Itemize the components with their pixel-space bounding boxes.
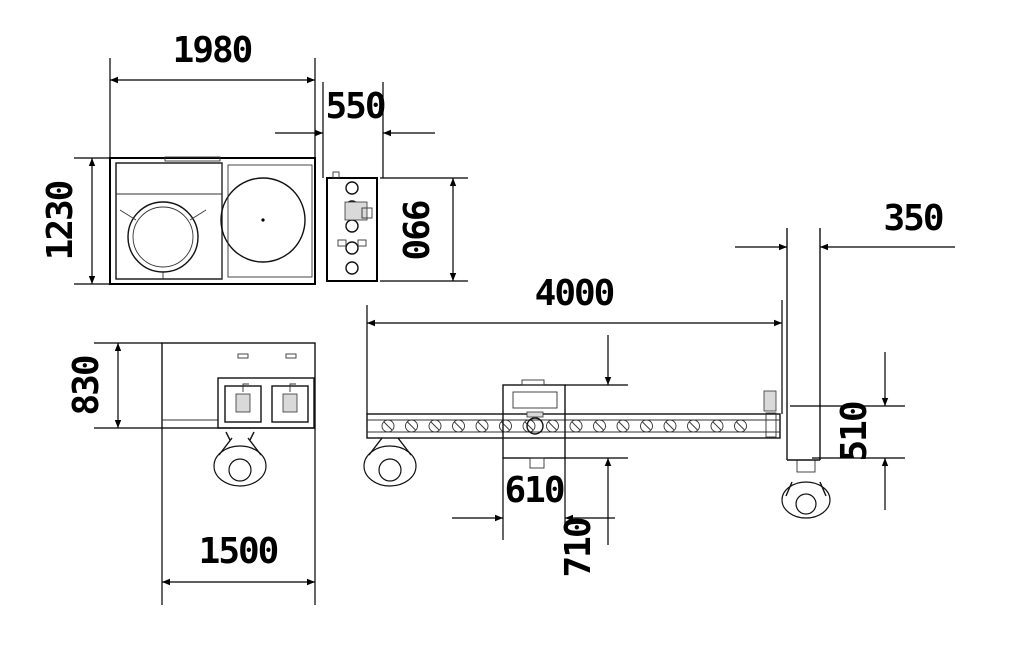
conveyor-roller [452,419,465,433]
dim-label-1500: 1500 [199,531,278,572]
conveyor-roller [546,419,559,433]
conveyor-roller-mark [712,421,722,431]
dimension-550: 550 [275,82,435,178]
conveyor-roller-mark [571,421,581,431]
machine-plan-view [109,156,316,285]
conveyor-roller-mark [407,421,416,431]
controller-side-view [326,171,378,282]
dim-label-610: 610 [504,470,563,511]
conveyor-roller [616,419,630,433]
end-column [786,228,821,461]
conveyor-roller-mark [548,421,557,431]
operator-icon-right [781,459,831,519]
conveyor-line [366,390,781,439]
dim-label-350: 350 [883,198,942,239]
conveyor-roller [499,419,512,433]
conveyor-roller [640,419,653,433]
conveyor-roller-mark [477,421,487,431]
dim-label-4000: 4000 [535,273,614,314]
dimension-990: 990 [380,177,468,282]
conveyor-roller-mark [689,421,698,431]
dimension-830: 830 [66,342,162,429]
conveyor-roller-mark [524,421,534,431]
conveyor-roller [710,419,724,433]
conveyor-roller-mark [642,421,651,431]
workbench-plan-view [161,342,316,429]
conveyor-roller [734,419,747,433]
conveyor-roller-mark [383,421,393,431]
conveyor-roller-mark [736,421,745,431]
dim-label-990: 990 [394,199,435,258]
dim-label-510: 510 [834,402,875,461]
conveyor-roller-mark [618,421,628,431]
dimension-1230: 1230 [40,157,110,285]
conveyor-roller-mark [454,421,463,431]
dimension-1500: 1500 [161,428,316,605]
dim-label-1230: 1230 [40,181,81,260]
dim-label-1980: 1980 [173,30,252,71]
conveyor-roller [405,419,418,433]
operator-icon-conveyor [363,437,417,487]
conveyor-roller [475,419,489,433]
conveyor-roller [381,419,395,433]
dim-label-830: 830 [66,356,107,415]
conveyor-roller-mark [595,421,604,431]
conveyor-roller [593,419,606,433]
center-station [502,379,566,469]
dimension-610: 610 [452,458,615,540]
dimension-1980: 1980 [109,30,316,158]
dimension-510: 510 [790,352,905,510]
conveyor-roller-mark [665,421,675,431]
conveyor-roller [663,419,677,433]
dimension-350: 350 [735,198,955,251]
dimension-4000: 4000 [366,273,783,414]
conveyor-roller [428,419,442,433]
dim-label-550: 550 [325,86,384,127]
dimension-710: 710 [558,335,628,578]
dim-label-710: 710 [558,518,599,577]
operator-icon-left [213,431,267,487]
conveyor-roller [687,419,700,433]
conveyor-roller-mark [430,421,440,431]
conveyor-roller [569,419,583,433]
